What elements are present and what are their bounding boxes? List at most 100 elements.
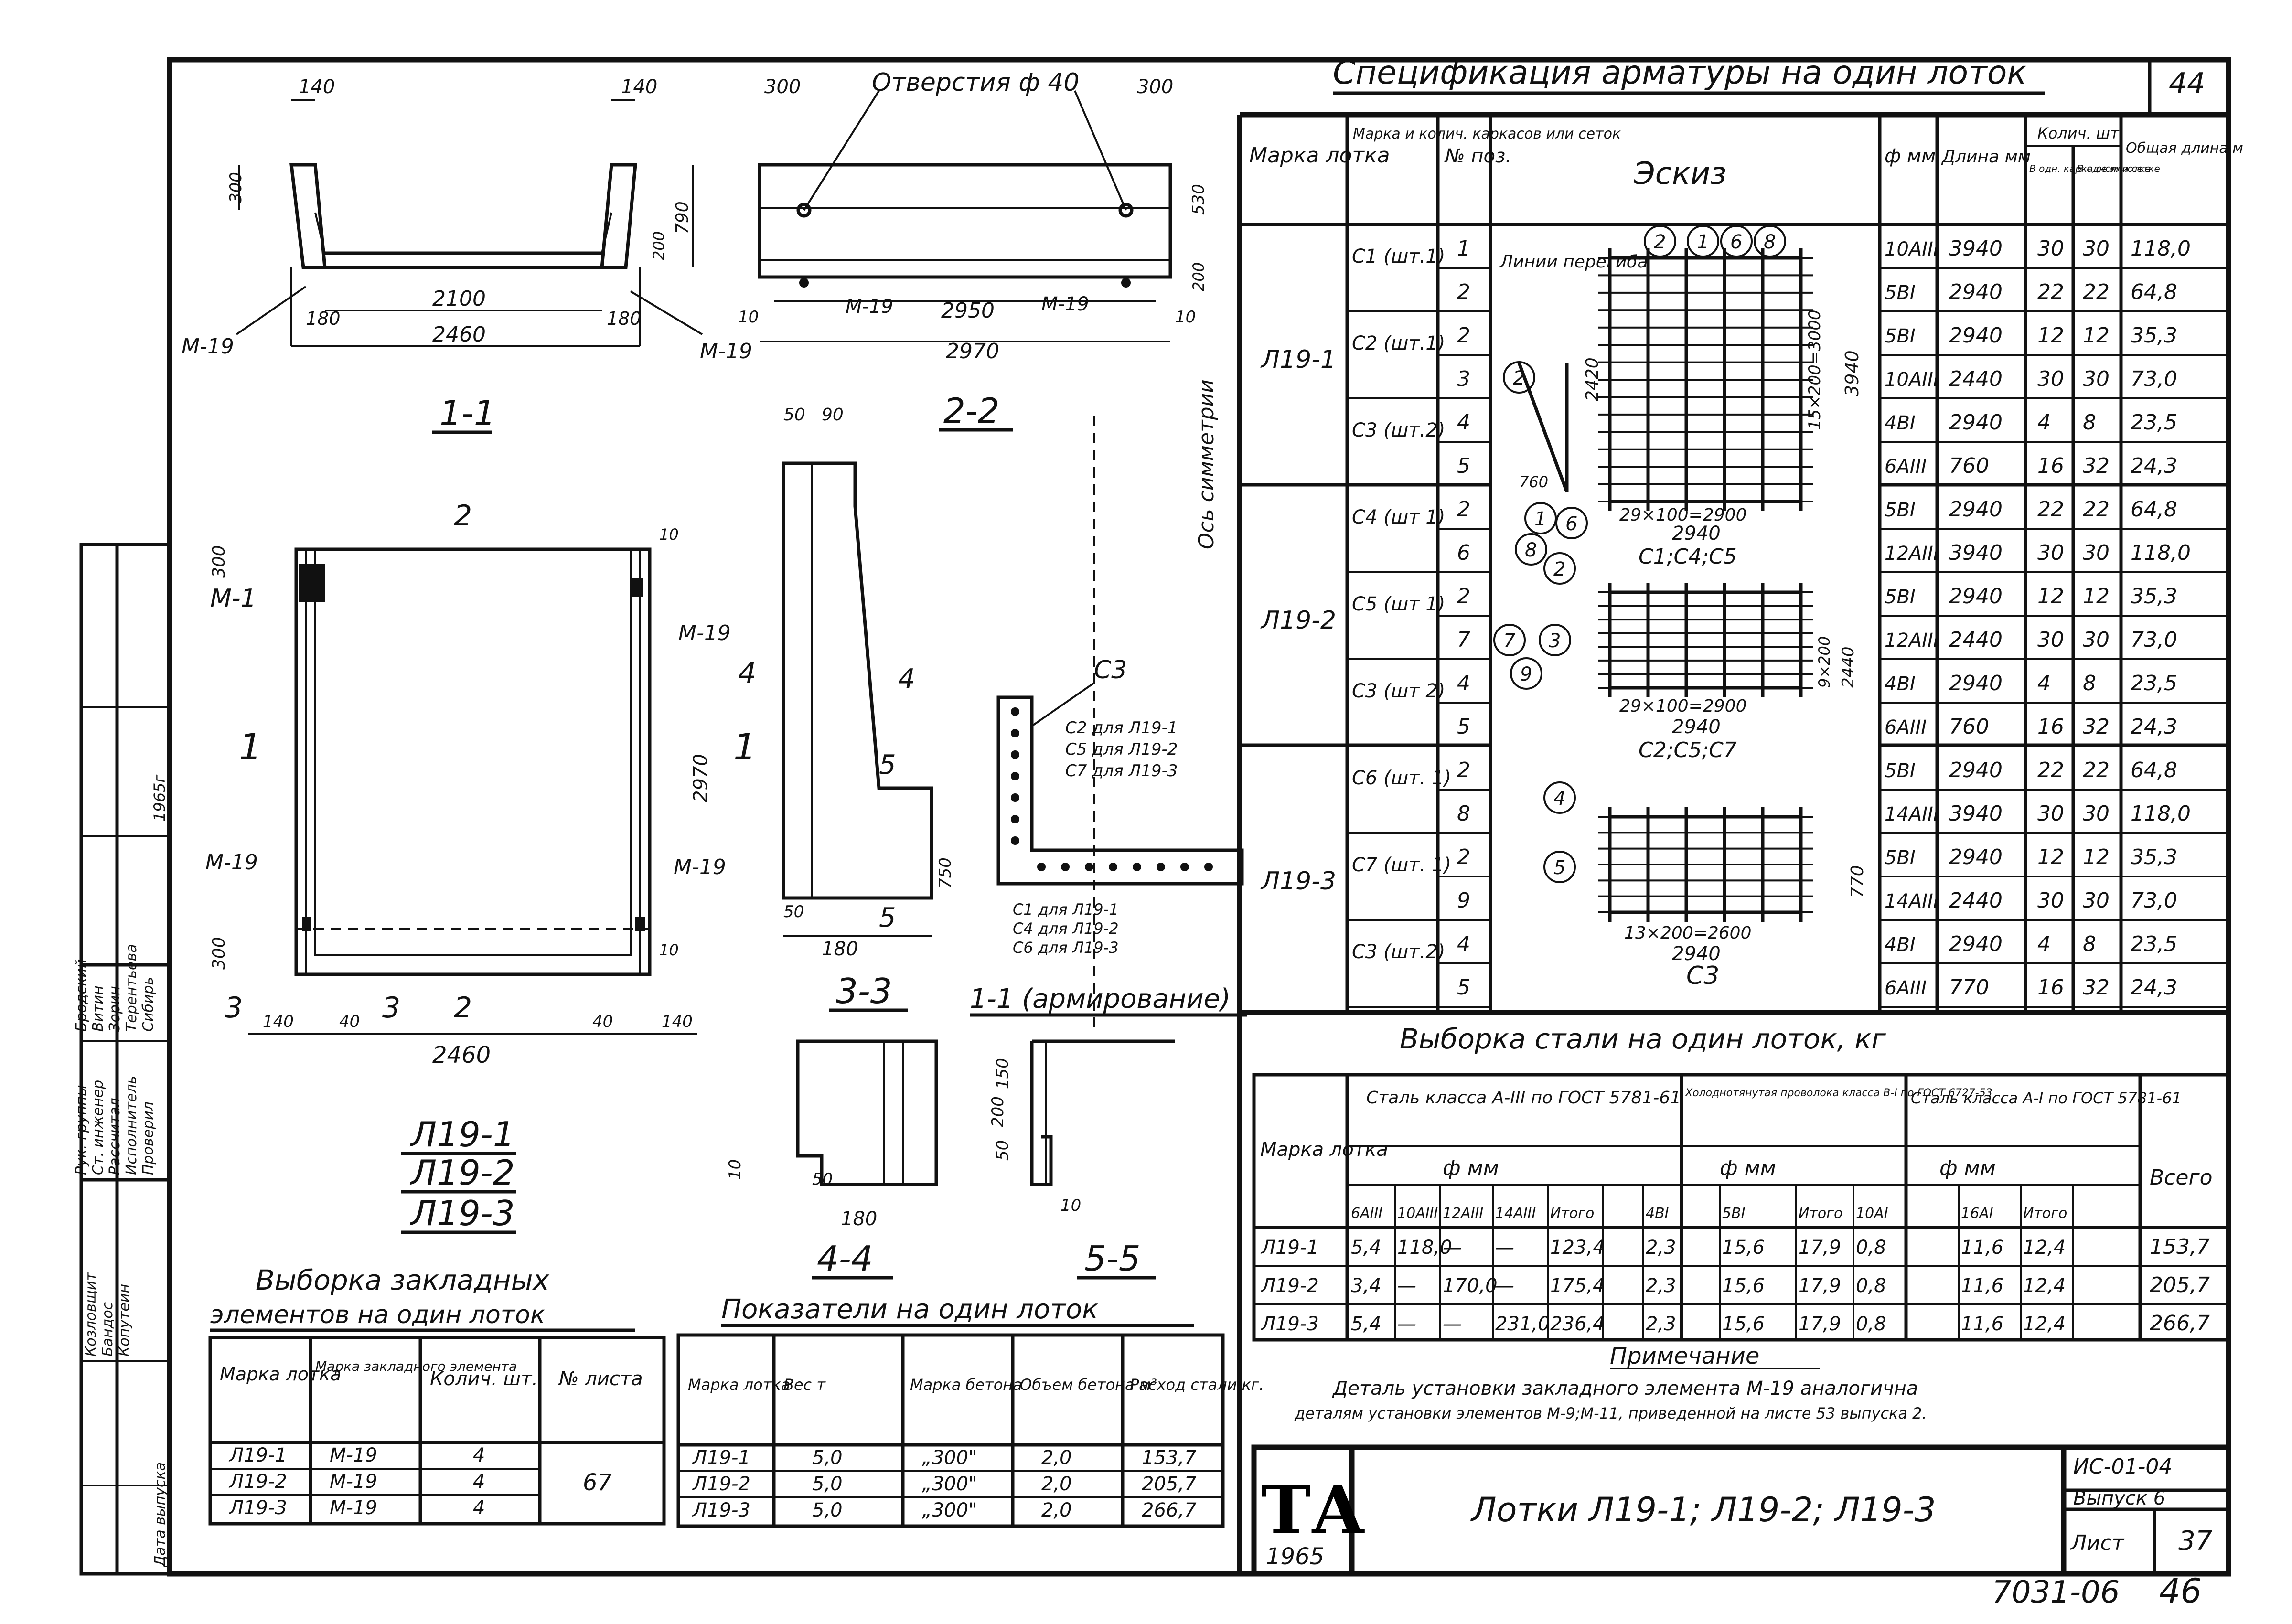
- steel-table: Выборка стали на один лоток, кг Марка ло…: [1252, 1023, 2230, 1342]
- dim-300-a: 300: [226, 172, 246, 203]
- steel-h-mm-2: ф мм: [1720, 1156, 1776, 1180]
- side-year: 1965г: [150, 775, 169, 822]
- callout-c5: С5 для Л19-2: [1065, 740, 1178, 759]
- sketch-dim-2: 2940: [1672, 523, 1721, 545]
- spec-row-17-q2: 32: [2083, 975, 2110, 1000]
- steel-row-1-v6: 15,6: [1722, 1275, 1765, 1297]
- dim-2950: 2950: [941, 299, 995, 323]
- spec-row-14-q1: 12: [2037, 845, 2064, 869]
- dim-2970-b: 2970: [690, 754, 712, 802]
- steel-row-2-v6: 15,6: [1722, 1313, 1765, 1335]
- steel-row-2-v4: 236,4: [1550, 1313, 1605, 1335]
- steel-h-mm-3: ф мм: [1939, 1156, 1996, 1180]
- steel-row-0-v3: —: [1495, 1237, 1514, 1259]
- spec-row-8-len: 2940: [1949, 584, 2003, 609]
- spec-row-3-pos: 3: [1457, 367, 1470, 391]
- spec-row-8-q1: 12: [2037, 584, 2064, 609]
- label-m19-g: М-19: [674, 855, 726, 879]
- note-text-2: деталям установки элементов М-9;М-11, пр…: [1294, 1404, 1927, 1422]
- dim-790: 790: [673, 201, 692, 234]
- sketch-label-c1: С1;С4;С5: [1639, 545, 1737, 569]
- dim-10-a: 10: [738, 308, 759, 327]
- steel-h-a3: Сталь класса А-III по ГОСТ 5781-61: [1366, 1088, 1681, 1108]
- spec-row-17-diam: 6АIII: [1885, 977, 1927, 999]
- steel-row-2-v7: 17,9: [1799, 1313, 1841, 1335]
- note-text-1: Деталь установки закладного элемента М-1…: [1332, 1378, 1918, 1400]
- spec-row-1-q2: 22: [2083, 280, 2110, 304]
- spec-row-12-pos: 2: [1457, 758, 1470, 782]
- cut-mark-5b: 5: [879, 902, 896, 933]
- spec-h-karkas: Марка и колич. каркасов или сеток: [1353, 126, 1621, 142]
- spec-row-13-pos: 8: [1457, 801, 1470, 826]
- spec-row-14-karkas: С7 (шт. 1): [1352, 854, 1451, 876]
- section-label-5-5: 5-5: [1084, 1239, 1141, 1279]
- dim-180-a: 180: [306, 308, 341, 329]
- svg-text:9: 9: [1520, 663, 1532, 685]
- steel-row-2-v10: 12,4: [2023, 1313, 2066, 1335]
- spec-row-6-marka: Л19-2: [1260, 606, 1336, 635]
- side-role-1: Ст. инженер: [90, 1080, 107, 1175]
- label-m19-c: М-19: [846, 296, 893, 318]
- svg-text:5: 5: [1553, 857, 1565, 879]
- steel-row-2-total: 266,7: [2150, 1311, 2210, 1336]
- svg-text:6: 6: [1565, 513, 1577, 535]
- spec-h-marka: Марка лотка: [1249, 143, 1390, 168]
- cut-mark-2a: 2: [454, 499, 472, 533]
- spec-row-5-q1: 16: [2037, 454, 2064, 478]
- spec-row-11-q1: 16: [2037, 715, 2064, 739]
- spec-row-9-q2: 30: [2083, 628, 2110, 652]
- side-name-4: Сибирь: [140, 977, 157, 1032]
- sketch-dim-4: 3940: [1842, 350, 1863, 396]
- spec-row-3-len: 2440: [1949, 367, 2003, 391]
- steel-col-6: 5ВI: [1722, 1205, 1746, 1222]
- stamp-logo: ТА: [1261, 1471, 1365, 1549]
- sketch-dim-6: 760: [1519, 473, 1548, 491]
- steel-row-1-v10: 12,4: [2023, 1275, 2066, 1297]
- indicators-row-2-c1: 5,0: [812, 1499, 843, 1521]
- spec-row-15-q1: 30: [2037, 888, 2064, 913]
- sketch-label-c3: С3: [1686, 962, 1719, 990]
- dim-300-d: 300: [209, 545, 229, 578]
- label-m19-a: М-19: [182, 334, 234, 359]
- spec-row-14-diam: 5ВI: [1885, 847, 1916, 869]
- spec-row-14-q2: 12: [2083, 845, 2110, 869]
- sketch-dim-1: 29×100=2900: [1619, 505, 1746, 525]
- embedded-title-1: Выборка закладных: [256, 1264, 550, 1296]
- spec-row-7-pos: 6: [1457, 541, 1470, 565]
- spec-row-10-pos: 4: [1457, 671, 1470, 695]
- spec-row-5-total: 24,3: [2131, 454, 2177, 478]
- embedded-row-0-marka: Л19-1: [228, 1444, 287, 1466]
- plan-view: 2460 М-1 М-19 М-19 М-19 2970 300 300 1 1…: [205, 499, 756, 1234]
- spec-row-2-total: 35,3: [2131, 323, 2177, 348]
- steel-col-8: 10АI: [1856, 1205, 1888, 1222]
- dim-140-c: 140: [263, 1012, 294, 1031]
- steel-row-2-v8: 0,8: [1856, 1313, 1886, 1335]
- side-role2-2: Копутеин: [116, 1284, 133, 1357]
- spec-h-qty-frame: В одн. карка се или сетке: [2029, 163, 2160, 174]
- dim-300-c: 300: [1137, 76, 1173, 98]
- callout-c4: С4 для Л19-2: [1013, 919, 1119, 938]
- spec-row-5-len: 760: [1949, 454, 1989, 478]
- spec-row-11-len: 760: [1949, 715, 1989, 739]
- side-name-3: Терентьева: [123, 944, 140, 1032]
- label-m19-e: М-19: [678, 621, 731, 645]
- section-label-1-1-arm: 1-1 (армирование): [970, 983, 1231, 1015]
- spec-row-1-len: 2940: [1949, 280, 2003, 304]
- spec-row-10-karkas: С3 (шт 2): [1352, 680, 1445, 702]
- sketch-lines-label: Линии перегиба: [1499, 252, 1648, 272]
- sketch-dim-8: 2440: [1839, 646, 1858, 688]
- spec-h-qty-tray: В одном лотке: [2077, 163, 2151, 174]
- spec-row-8-total: 35,3: [2131, 584, 2177, 609]
- indicators-row-0-c1: 5,0: [812, 1447, 843, 1469]
- spec-row-8-karkas: С5 (шт 1): [1352, 593, 1445, 615]
- spec-row-15-diam: 14АIII: [1885, 890, 1939, 912]
- label-m19-b: М-19: [700, 339, 752, 363]
- side-role-4: Проверил: [140, 1101, 157, 1175]
- spec-row-1-diam: 5ВI: [1885, 282, 1916, 304]
- callout-c2: С2 для Л19-1: [1065, 718, 1178, 737]
- spec-row-7-q1: 30: [2037, 541, 2064, 565]
- steel-row-1-v4: 175,4: [1550, 1275, 1605, 1297]
